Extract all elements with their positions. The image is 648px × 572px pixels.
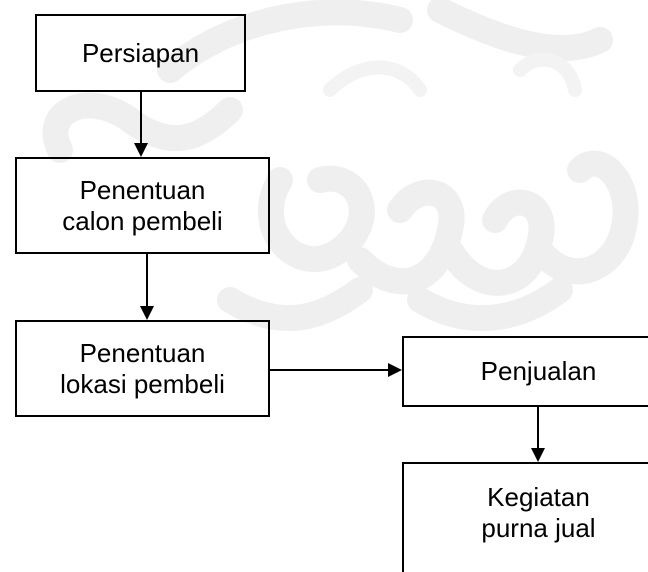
node-kegiatan-purna-jual-label: Kegiatan purna jual — [481, 482, 596, 543]
arrowhead-down-icon — [134, 143, 148, 157]
node-persiapan: Persiapan — [35, 14, 246, 92]
node-penjualan: Penjualan — [402, 336, 648, 407]
arrowhead-down-icon — [531, 448, 545, 462]
arrowhead-down-icon — [140, 306, 154, 320]
node-penentuan-calon-pembeli-label: Penentuan calon pembeli — [62, 174, 223, 236]
node-penentuan-calon-pembeli: Penentuan calon pembeli — [15, 157, 270, 254]
node-persiapan-label: Persiapan — [81, 37, 200, 68]
node-penentuan-lokasi-pembeli: Penentuan lokasi pembeli — [15, 320, 270, 417]
node-penentuan-lokasi-pembeli-label: Penentuan lokasi pembeli — [60, 337, 225, 399]
node-kegiatan-purna-jual: Kegiatan purna jual — [402, 462, 648, 572]
arrowhead-right-icon — [388, 363, 402, 377]
node-penjualan-label: Penjualan — [480, 356, 597, 386]
